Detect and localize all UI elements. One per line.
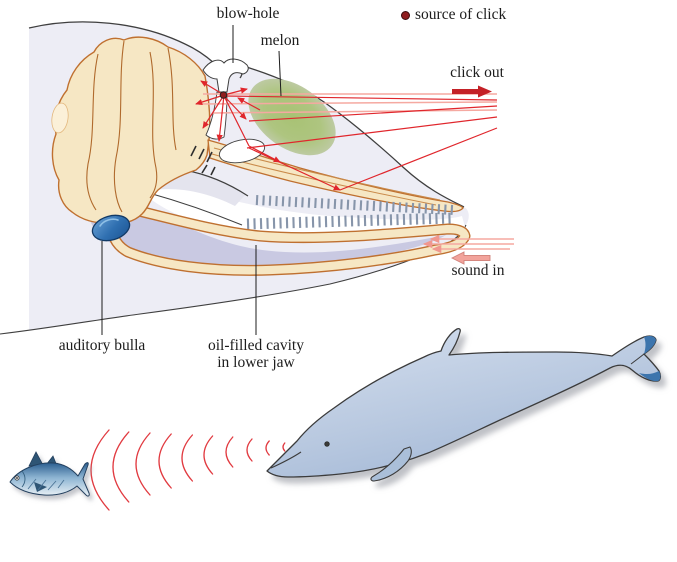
fish-gill-line [21, 470, 26, 488]
label-oil-filled-cavity-line1: oil-filled cavity [208, 337, 304, 354]
source-of-click-text: source of click [415, 6, 507, 23]
source-of-click-bullet [401, 10, 410, 20]
leader-melon [278, 50, 282, 97]
skull-left-bump [51, 102, 69, 134]
dolphin-fluke-dark-lower [639, 371, 661, 382]
fish-pupil [16, 477, 18, 479]
label-oil-filled-cavity-line2: in lower jaw [217, 354, 295, 371]
label-auditory-bulla: auditory bulla [58, 337, 146, 354]
sound-wave-arcs [90, 429, 286, 511]
jaw-joint-line [148, 192, 243, 226]
click-out-arrow [452, 85, 492, 98]
source-of-click-dot [219, 91, 228, 99]
label-oil-filled-cavity: oil-filled cavity in lower jaw [176, 337, 336, 371]
label-melon: melon [260, 32, 300, 49]
upper-teeth-row [255, 195, 455, 215]
fish-stripes [27, 478, 65, 491]
lower-teeth-row [246, 212, 454, 230]
dolphin-illustration [266, 327, 662, 482]
skull-shape [51, 36, 211, 225]
echolocation-scene [9, 327, 662, 511]
rostrum-shape [207, 139, 464, 213]
label-blow-hole: blow-hole [216, 5, 280, 22]
source-of-click-legend: source of click [401, 6, 506, 24]
dolphin-fluke-dark-upper [644, 336, 656, 354]
dolphin-tail-notch [630, 353, 645, 365]
lower-jaw-bone [108, 205, 470, 275]
label-sound-in: sound in [451, 262, 505, 279]
fish-illustration [9, 451, 90, 497]
fish-body [9, 462, 90, 497]
leader-lines [101, 25, 282, 335]
label-click-out: click out [450, 64, 504, 81]
dolphin-mouth-line [270, 451, 302, 469]
blowhole-passage [202, 58, 249, 93]
dolphin-eye [324, 441, 330, 447]
auditory-bulla-shape [91, 214, 131, 242]
skull-suture-lines [86, 40, 177, 213]
head-cross-section [0, 21, 514, 335]
dolphin-pectoral-fin [370, 446, 412, 482]
sound-in-rays [422, 234, 514, 254]
click-rays [195, 80, 498, 191]
skull-dash-marks [190, 145, 216, 176]
sound-in-arrow [450, 251, 491, 265]
